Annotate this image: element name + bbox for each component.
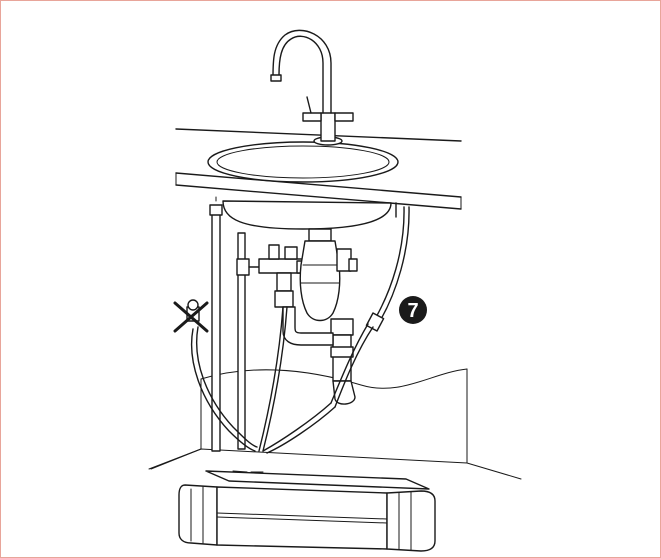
countertop <box>175 128 462 218</box>
sink-basin <box>207 141 399 230</box>
cross-mark-icon <box>173 301 209 333</box>
supply-pipes <box>209 204 264 452</box>
faucet-icon <box>270 29 354 146</box>
flexible-tubes <box>190 306 336 454</box>
filter-unit <box>178 470 436 552</box>
step-badge: 7 <box>399 296 427 324</box>
step-number: 7 <box>407 300 418 322</box>
outlet-tube <box>330 206 410 408</box>
drain-trap <box>282 228 358 405</box>
cabinet-interior <box>148 368 522 480</box>
